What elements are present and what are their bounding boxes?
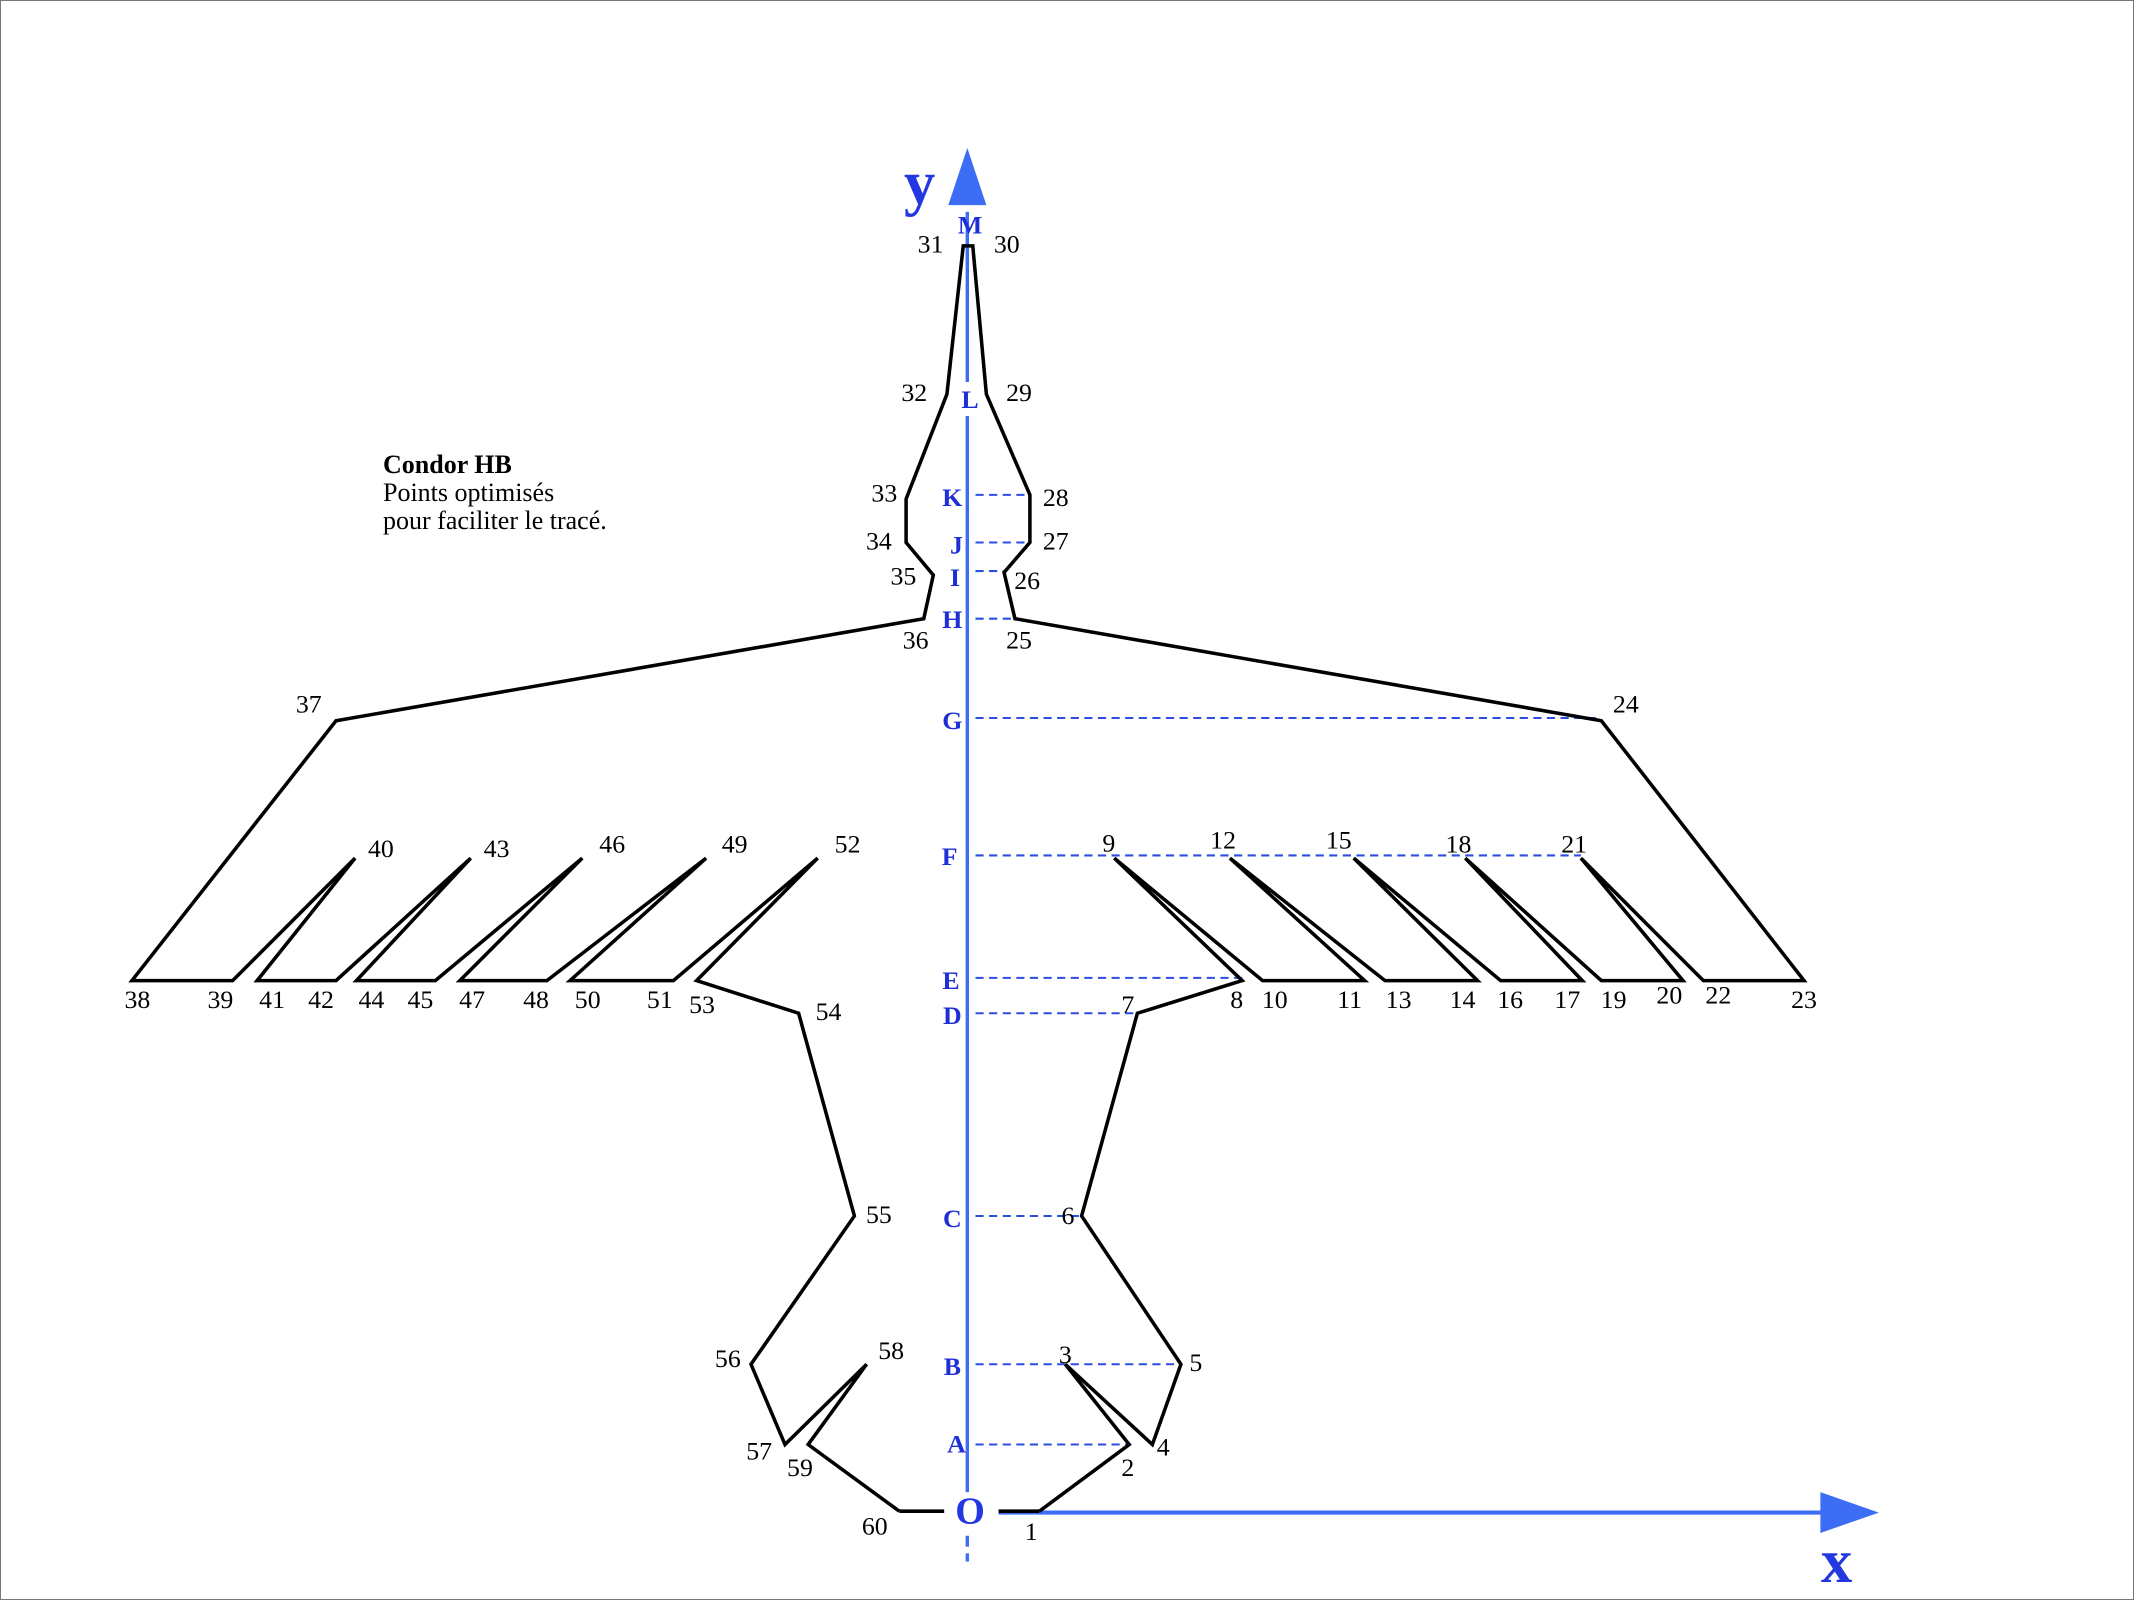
- point-label-44: 44: [358, 985, 384, 1014]
- point-label-35: 35: [890, 562, 916, 591]
- point-label-39: 39: [207, 985, 233, 1014]
- axis-marker-h: H: [942, 605, 962, 634]
- point-label-19: 19: [1601, 985, 1627, 1014]
- caption: Condor HB Points optimisés pour facilite…: [383, 451, 607, 535]
- point-label-43: 43: [484, 834, 510, 863]
- x-axis-label: x: [1821, 1526, 1852, 1596]
- point-label-27: 27: [1043, 526, 1069, 555]
- point-label-49: 49: [722, 830, 748, 859]
- axis-marker-l: L: [961, 385, 978, 414]
- point-label-2: 2: [1121, 1453, 1134, 1482]
- axis-marker-b: B: [944, 1352, 961, 1381]
- point-label-18: 18: [1446, 830, 1472, 859]
- caption-title: Condor HB: [383, 450, 512, 479]
- point-label-24: 24: [1613, 690, 1639, 719]
- point-label-53: 53: [689, 990, 715, 1019]
- axis-marker-g: G: [942, 706, 962, 735]
- point-label-23: 23: [1791, 985, 1817, 1014]
- axis-marker-i: I: [950, 563, 960, 592]
- point-label-14: 14: [1450, 985, 1476, 1014]
- axis-marker-c: C: [943, 1204, 962, 1233]
- point-label-26: 26: [1014, 566, 1040, 595]
- point-label-11: 11: [1337, 985, 1362, 1014]
- x-axis-arrow-icon: [1820, 1492, 1879, 1533]
- axis-marker-k: K: [942, 483, 962, 512]
- axis-marker-m: M: [958, 211, 982, 240]
- point-label-47: 47: [459, 985, 485, 1014]
- axis-marker-d: D: [943, 1001, 962, 1030]
- point-label-7: 7: [1121, 990, 1134, 1019]
- point-label-42: 42: [308, 985, 334, 1014]
- point-label-10: 10: [1262, 985, 1288, 1014]
- point-label-54: 54: [816, 997, 842, 1026]
- point-label-34: 34: [866, 526, 892, 555]
- point-label-38: 38: [124, 985, 150, 1014]
- point-label-55: 55: [866, 1200, 892, 1229]
- point-label-15: 15: [1326, 826, 1352, 855]
- point-label-5: 5: [1189, 1348, 1202, 1377]
- point-label-29: 29: [1006, 378, 1032, 407]
- point-label-57: 57: [746, 1437, 772, 1466]
- point-label-17: 17: [1554, 985, 1580, 1014]
- point-label-9: 9: [1102, 828, 1115, 857]
- point-label-28: 28: [1043, 483, 1069, 512]
- point-label-1: 1: [1025, 1517, 1038, 1546]
- point-label-22: 22: [1705, 981, 1731, 1010]
- point-label-3: 3: [1059, 1340, 1072, 1369]
- condor-outline: [128, 244, 1808, 1513]
- point-label-60: 60: [862, 1511, 888, 1540]
- point-label-37: 37: [296, 690, 322, 719]
- y-axis-label: y: [904, 148, 935, 218]
- point-label-46: 46: [599, 830, 625, 859]
- point-label-41: 41: [259, 985, 285, 1014]
- caption-line-1: Points optimisés: [383, 478, 555, 507]
- y-axis-arrow-icon: [948, 147, 987, 206]
- point-label-21: 21: [1561, 830, 1587, 859]
- point-label-32: 32: [901, 378, 927, 407]
- point-label-52: 52: [835, 830, 861, 859]
- point-label-12: 12: [1210, 826, 1236, 855]
- point-label-20: 20: [1656, 981, 1682, 1010]
- point-label-16: 16: [1497, 985, 1523, 1014]
- point-label-40: 40: [368, 834, 394, 863]
- caption-line-2: pour faciliter le tracé.: [383, 506, 607, 535]
- point-label-45: 45: [407, 985, 433, 1014]
- point-label-30: 30: [994, 230, 1020, 259]
- point-label-25: 25: [1006, 626, 1032, 655]
- point-label-36: 36: [903, 626, 929, 655]
- point-label-6: 6: [1062, 1201, 1075, 1230]
- point-label-48: 48: [523, 985, 549, 1014]
- axis-marker-a: A: [947, 1430, 966, 1459]
- point-label-59: 59: [787, 1453, 813, 1482]
- point-label-31: 31: [918, 230, 944, 259]
- point-label-8: 8: [1230, 985, 1243, 1014]
- point-label-58: 58: [878, 1336, 904, 1365]
- axis-marker-f: F: [942, 842, 958, 871]
- origin-label: O: [955, 1490, 985, 1532]
- point-label-50: 50: [575, 985, 601, 1014]
- point-label-13: 13: [1386, 985, 1412, 1014]
- axis-marker-e: E: [942, 966, 959, 995]
- point-label-56: 56: [715, 1344, 741, 1373]
- point-label-33: 33: [871, 479, 897, 508]
- point-label-4: 4: [1157, 1432, 1170, 1461]
- axis-marker-j: J: [950, 530, 963, 559]
- point-label-51: 51: [647, 985, 673, 1014]
